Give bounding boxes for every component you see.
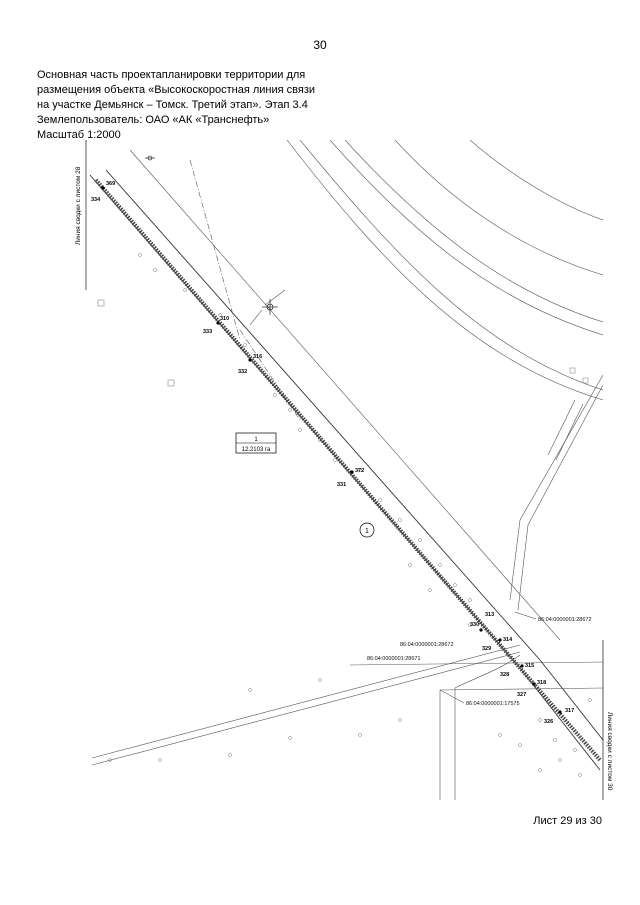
corridor-edge: [519, 667, 601, 771]
crossing-road: [439, 687, 603, 691]
parcel-circle-label: 1: [365, 528, 369, 535]
page-number: 30: [313, 38, 327, 52]
crossing-road: [349, 661, 603, 666]
terrain-symbols: [97, 253, 592, 777]
survey-point-label: 327: [517, 692, 526, 698]
area-legend-box: 1 12.2103 га: [235, 432, 277, 454]
highway-edge: [547, 399, 576, 456]
survey-point-label: 369: [106, 181, 115, 187]
road-curve: [329, 140, 603, 336]
survey-point-label: 326: [544, 719, 553, 725]
header-line-5: Масштаб 1:2000: [37, 129, 121, 141]
survey-point-label: 333: [203, 329, 212, 335]
corridor-edge: [539, 659, 603, 741]
crossing-road: [91, 644, 521, 759]
header-line-3: на участке Демьянск – Томск. Третий этап…: [37, 99, 308, 111]
parcel-label: 86:04:0000001:17575: [466, 701, 520, 707]
survey-point-label: 328: [500, 672, 509, 678]
survey-point-label: 315: [525, 663, 534, 669]
survey-point-label: 332: [238, 369, 247, 375]
survey-point-label: 334: [91, 197, 101, 203]
road-curve: [344, 140, 603, 323]
parcel-label: 86:04:0000001:28672: [400, 642, 454, 648]
parcel-circle-marker: [359, 522, 375, 538]
survey-point-label: 372: [355, 468, 364, 474]
survey-point-label: 310: [220, 316, 229, 322]
survey-point-label: 318: [537, 680, 546, 686]
survey-point-label: 314: [503, 637, 513, 643]
road-curve: [469, 140, 603, 221]
parcel-label: 86:04:0000001:28671: [367, 656, 421, 662]
benchmark-symbol: [145, 155, 278, 315]
survey-point-label: 331: [337, 482, 346, 488]
highway-edge: [509, 374, 603, 601]
boundary-line: [264, 289, 286, 306]
parcel-label: 86:04:0000001:28672: [538, 617, 592, 623]
document-header: Основная часть проектапланировки террито…: [37, 68, 337, 143]
corridor-edge: [105, 169, 541, 661]
sheet-number: Лист 29 из 30: [533, 815, 602, 827]
survey-point-label: 330: [470, 622, 479, 628]
cable-route: [94, 178, 602, 762]
survey-point-label: 316: [253, 354, 262, 360]
highway-edge: [555, 403, 584, 461]
legend-box-top: 1: [254, 437, 258, 443]
boundary-line: [249, 309, 263, 326]
road-curve: [454, 654, 521, 689]
road-curve: [286, 140, 603, 401]
match-line-bottom-label: Линия сводки с листом 30: [606, 712, 613, 791]
highway-edge: [517, 384, 603, 611]
survey-point-label: 329: [482, 646, 491, 652]
survey-point-label: 313: [485, 612, 494, 618]
match-line-top-label: Линия сводки с листом 28: [75, 166, 82, 245]
road-curve: [299, 140, 603, 391]
crossing-road: [91, 651, 521, 766]
header-line-1: Основная часть проектапланировки террито…: [37, 69, 306, 81]
boundary-line: [239, 329, 301, 421]
road-curve: [394, 140, 603, 276]
corridor-edge: [129, 149, 561, 641]
header-line-4: Землепользователь: ОАО «АК «Транснефть»: [37, 114, 270, 126]
survey-point-label: 317: [565, 708, 574, 714]
header-line-2: размещения объекта «Высокоскоростная лин…: [37, 84, 316, 96]
legend-box-bottom: 12.2103 га: [242, 447, 271, 453]
boundary-line: [189, 159, 241, 341]
